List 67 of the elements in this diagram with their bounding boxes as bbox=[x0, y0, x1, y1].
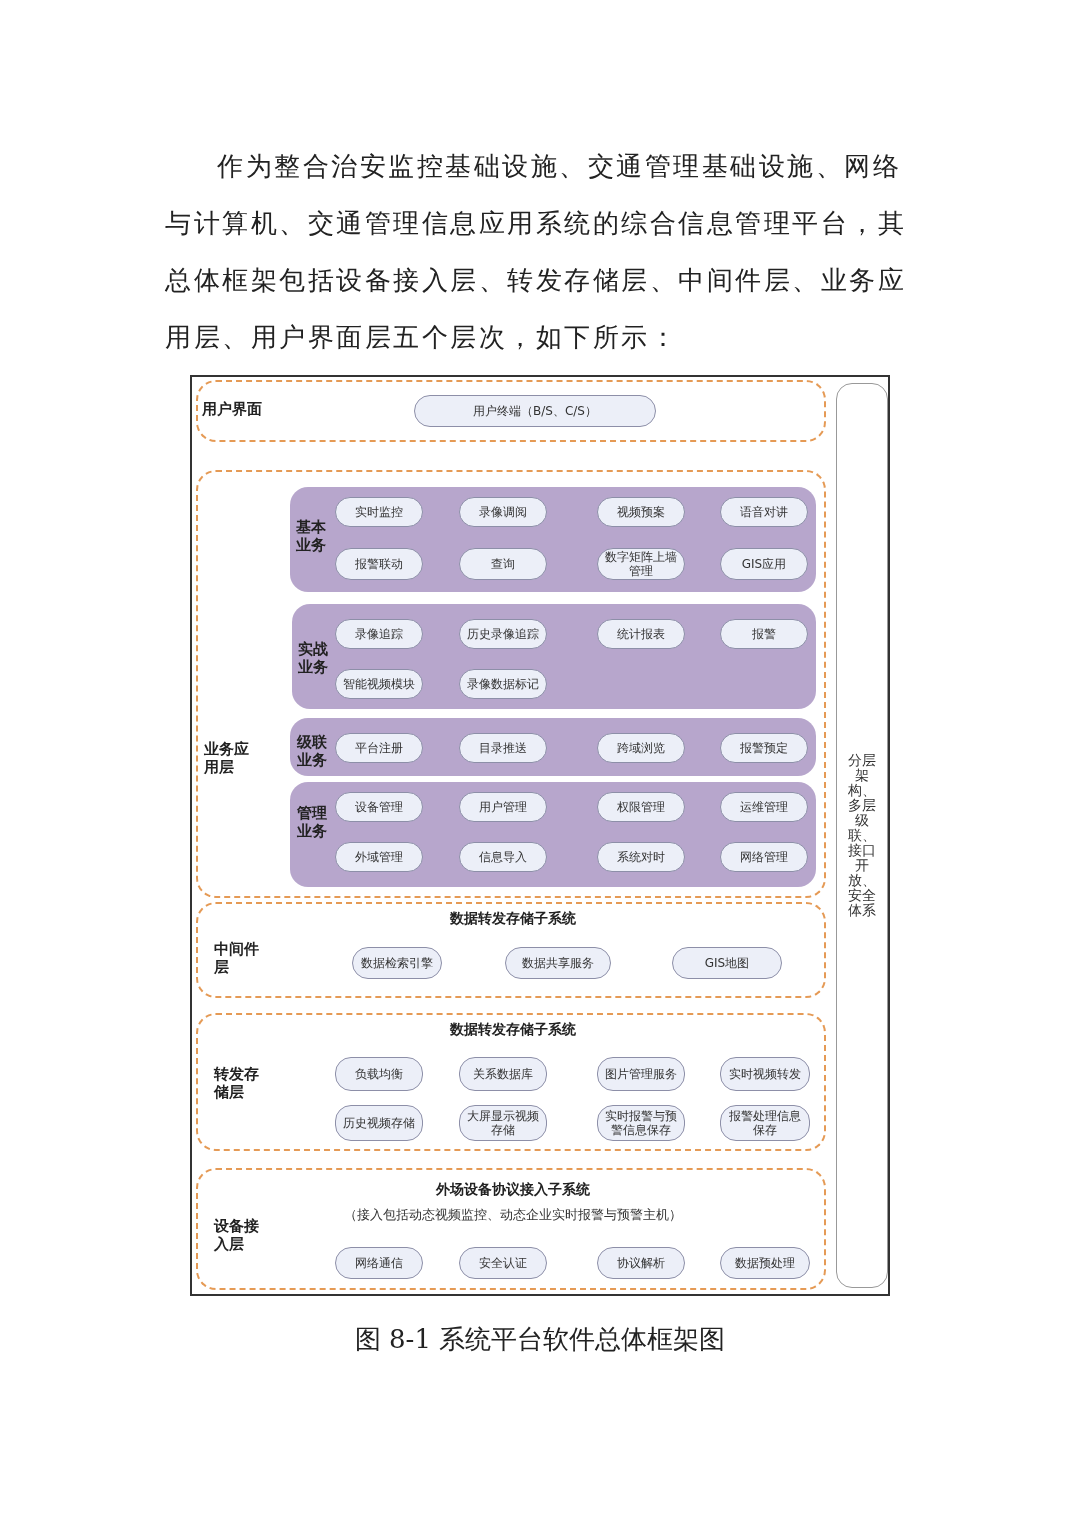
service-pill: 协议解析 bbox=[597, 1247, 685, 1279]
service-pill: 报警预定 bbox=[720, 733, 808, 763]
layer-panel bbox=[196, 380, 826, 442]
service-pill: 数据预处理 bbox=[720, 1247, 810, 1279]
service-pill: 外域管理 bbox=[335, 842, 423, 872]
service-pill: 统计报表 bbox=[597, 619, 685, 649]
service-pill: 报警处理信息保存 bbox=[720, 1105, 810, 1141]
group-panel bbox=[290, 782, 816, 887]
service-pill: 平台注册 bbox=[335, 733, 423, 763]
service-pill: 历史录像追踪 bbox=[459, 619, 547, 649]
layer-label: 中间件层 bbox=[214, 940, 260, 976]
service-pill: 实时视频转发 bbox=[720, 1057, 810, 1091]
service-pill: 查询 bbox=[459, 548, 547, 580]
service-pill: 图片管理服务 bbox=[597, 1057, 685, 1091]
subsystem-heading: 数据转发存储子系统 bbox=[449, 910, 577, 928]
intro-paragraph: 作为整合治安监控基础设施、交通管理基础设施、网络与计算机、交通管理信息应用系统的综合信息管理平台，其总体框架包括设备接入层、转发存储层、中间件层、业务应用层、用户界面层五个层次，如下所示： bbox=[165, 150, 907, 354]
service-pill: 报警 bbox=[720, 619, 808, 649]
layer-panel bbox=[196, 1168, 826, 1290]
service-pill: 实时监控 bbox=[335, 497, 423, 527]
service-pill: 权限管理 bbox=[597, 792, 685, 822]
service-pill: 智能视频模块 bbox=[335, 669, 423, 699]
service-pill: GIS应用 bbox=[720, 548, 808, 580]
service-pill: 安全认证 bbox=[459, 1247, 547, 1279]
service-pill: 录像数据标记 bbox=[459, 669, 547, 699]
service-pill: 数字矩阵上墙管理 bbox=[597, 548, 685, 580]
service-pill: 录像追踪 bbox=[335, 619, 423, 649]
layer-label: 业务应用层 bbox=[204, 740, 250, 776]
service-pill: 用户管理 bbox=[459, 792, 547, 822]
layer-label: 设备接入层 bbox=[214, 1217, 260, 1253]
service-pill: GIS地图 bbox=[672, 947, 782, 979]
service-pill: 设备管理 bbox=[335, 792, 423, 822]
subsystem-heading: 外场设备协议接入子系统 bbox=[435, 1181, 591, 1199]
figure-caption: 图 8-1 系统平台软件总体框架图 bbox=[353, 1323, 727, 1356]
subsystem-note: （接入包括动态视频监控、动态企业实时报警与预警主机） bbox=[343, 1206, 683, 1224]
layer-panel bbox=[196, 470, 826, 898]
group-panel bbox=[292, 604, 816, 709]
side-band: 分层架构、多层级联、接口开放、安全体系 bbox=[836, 383, 888, 1288]
service-pill: 目录推送 bbox=[459, 733, 547, 763]
layer-label: 用户界面 bbox=[202, 400, 263, 418]
layer-label: 管理业务 bbox=[297, 804, 328, 840]
service-pill: 报警联动 bbox=[335, 548, 423, 580]
service-pill: 语音对讲 bbox=[720, 497, 808, 527]
layer-label: 实战业务 bbox=[298, 640, 329, 676]
layer-label: 级联业务 bbox=[297, 733, 328, 769]
service-pill: 数据检索引擎 bbox=[352, 947, 442, 979]
service-pill: 用户终端（B/S、C/S） bbox=[414, 395, 656, 427]
service-pill: 关系数据库 bbox=[459, 1057, 547, 1091]
service-pill: 运维管理 bbox=[720, 792, 808, 822]
service-pill: 视频预案 bbox=[597, 497, 685, 527]
service-pill: 实时报警与预警信息保存 bbox=[597, 1105, 685, 1141]
service-pill: 录像调阅 bbox=[459, 497, 547, 527]
group-panel bbox=[290, 718, 816, 776]
service-pill: 数据共享服务 bbox=[505, 947, 611, 979]
service-pill: 网络通信 bbox=[335, 1247, 423, 1279]
subsystem-heading: 数据转发存储子系统 bbox=[449, 1021, 577, 1039]
service-pill: 历史视频存储 bbox=[335, 1105, 423, 1141]
service-pill: 大屏显示视频存储 bbox=[459, 1105, 547, 1141]
service-pill: 信息导入 bbox=[459, 842, 547, 872]
service-pill: 负载均衡 bbox=[335, 1057, 423, 1091]
service-pill: 网络管理 bbox=[720, 842, 808, 872]
service-pill: 跨域浏览 bbox=[597, 733, 685, 763]
layer-label: 转发存储层 bbox=[214, 1065, 260, 1101]
layer-label: 基本业务 bbox=[296, 518, 327, 554]
group-panel bbox=[290, 487, 816, 592]
layer-panel bbox=[196, 1013, 826, 1151]
layer-panel bbox=[196, 902, 826, 998]
service-pill: 系统对时 bbox=[597, 842, 685, 872]
